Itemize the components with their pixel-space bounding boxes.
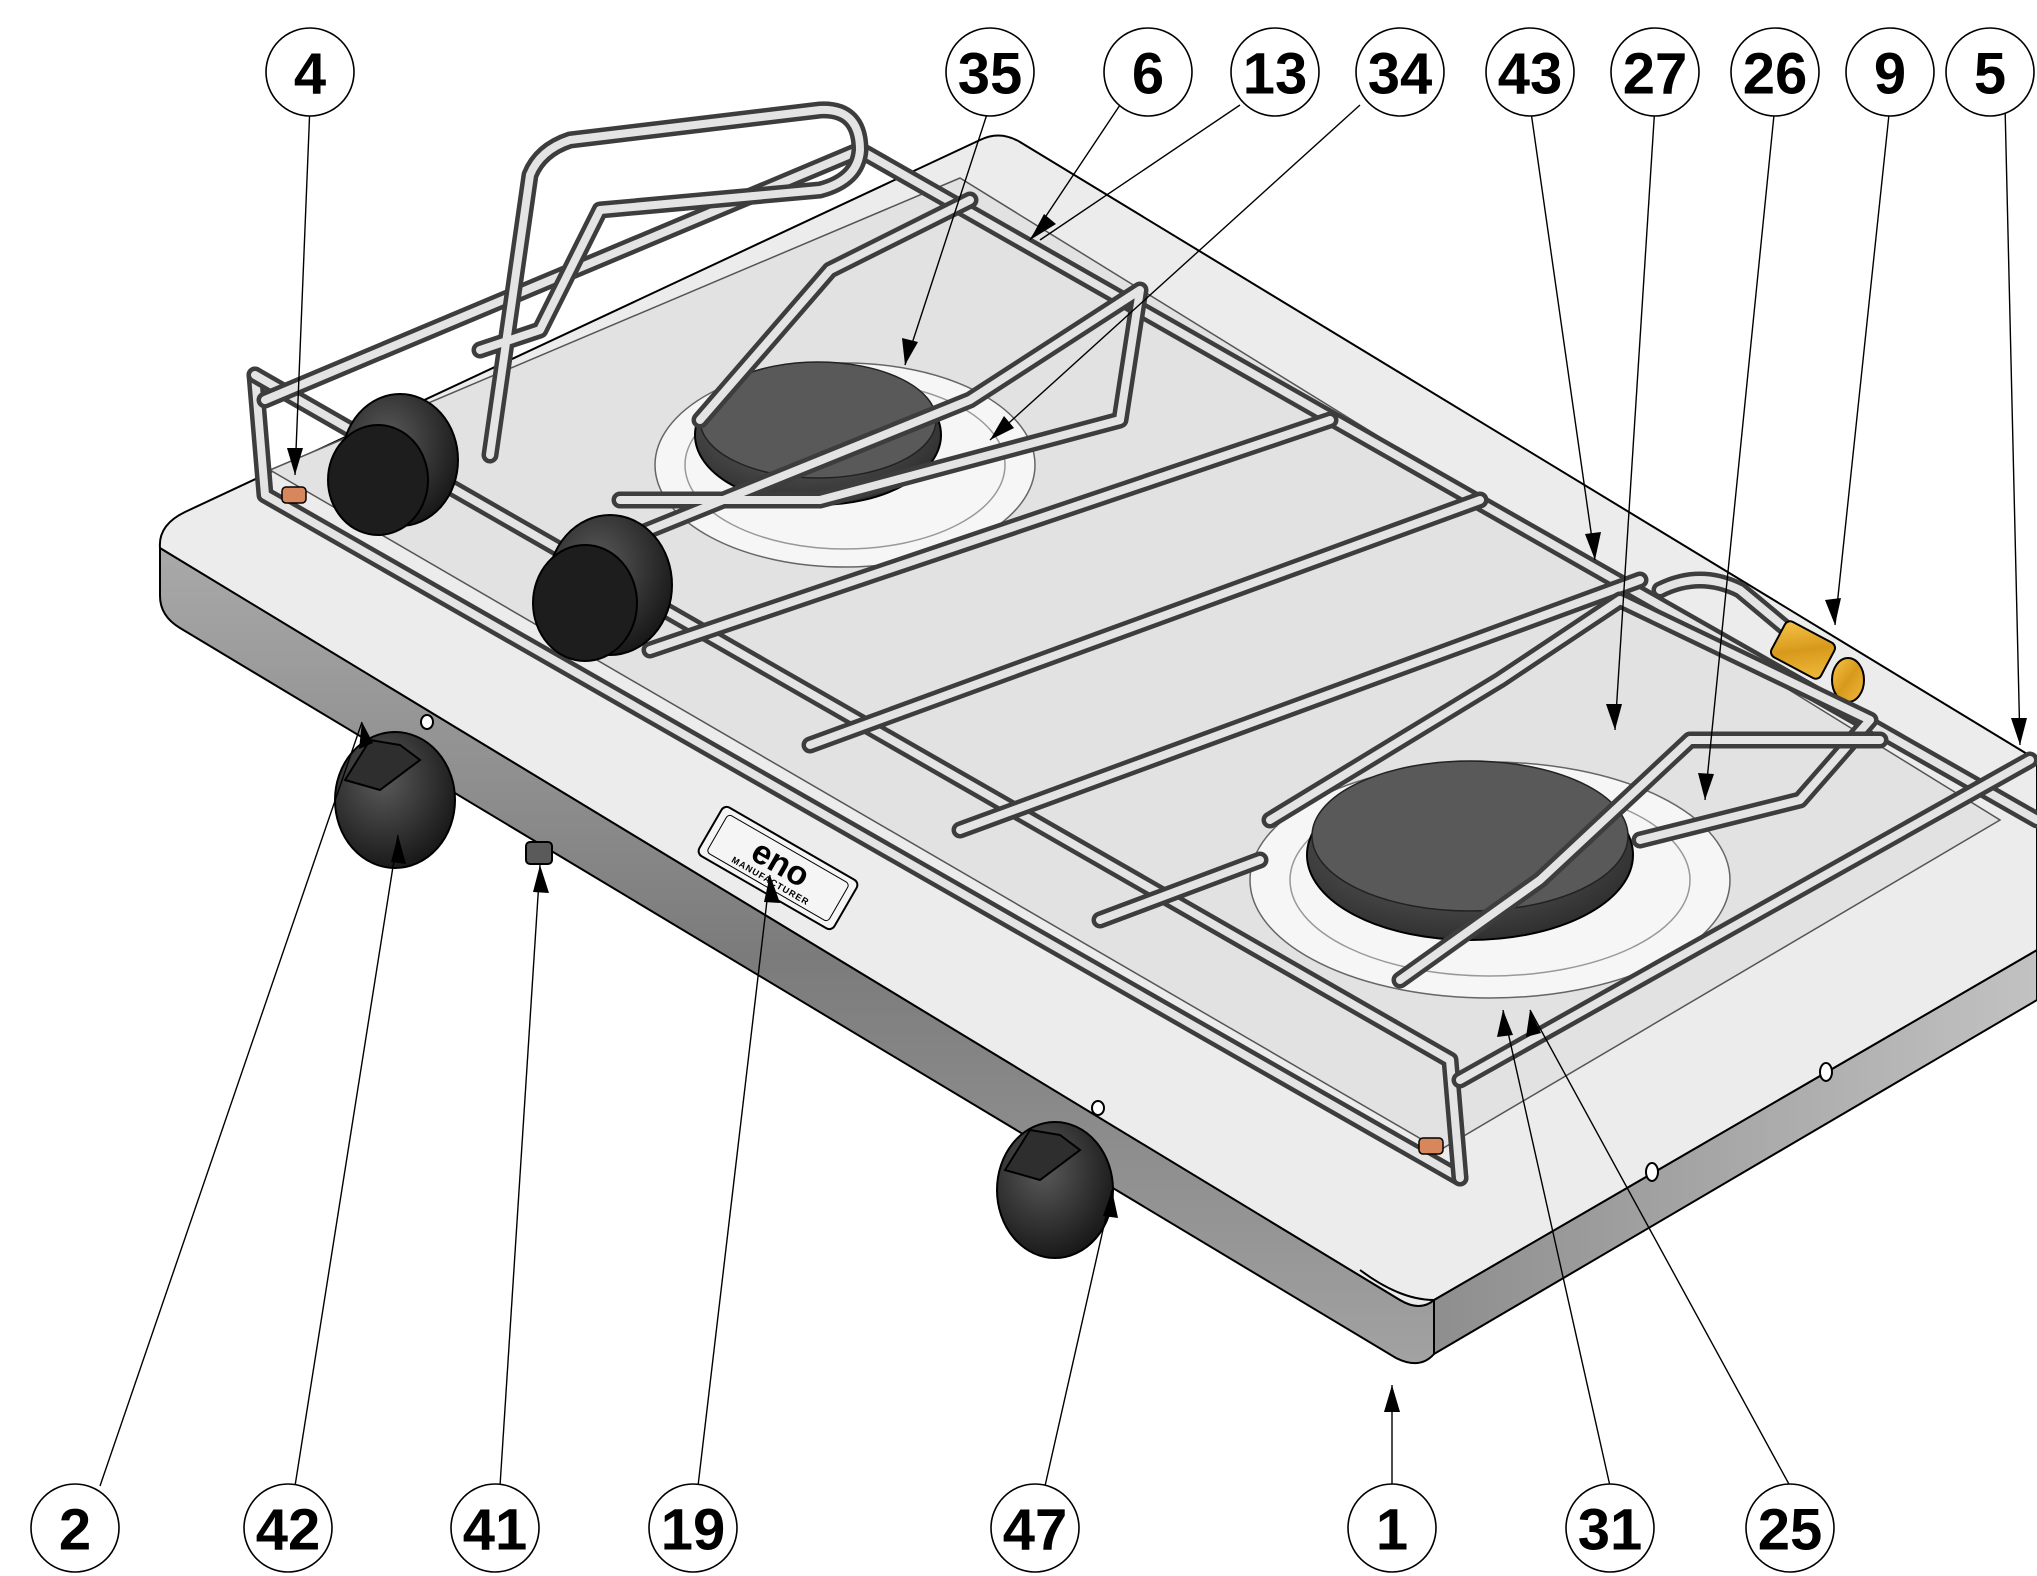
callout-2: 2 [30, 1483, 120, 1573]
copper-clip [281, 486, 307, 504]
callout-label: 26 [1743, 42, 1808, 107]
callout-label: 19 [661, 1498, 726, 1563]
side-hole [1819, 1062, 1833, 1082]
callout-13: 13 [1230, 27, 1320, 117]
control-knob [996, 1121, 1114, 1259]
callout-label: 2 [59, 1498, 91, 1563]
callout-4: 4 [265, 27, 355, 117]
gimbal-knobs [327, 393, 673, 662]
callout-label: 25 [1758, 1498, 1823, 1563]
callout-31: 31 [1565, 1483, 1655, 1573]
brass-fitting [1770, 620, 1865, 703]
side-hole [1645, 1162, 1659, 1182]
callout-label: 5 [1974, 42, 2006, 107]
control-knobs [334, 731, 1114, 1259]
callout-25: 25 [1745, 1483, 1835, 1573]
copper-clip [1418, 1137, 1444, 1155]
callout-label: 4 [294, 42, 326, 107]
leader-lines [99, 104, 2027, 1487]
foot [525, 841, 553, 865]
callout-6: 6 [1103, 27, 1193, 117]
callout-27: 27 [1610, 27, 1700, 117]
front-hole [420, 714, 434, 730]
callout-label: 13 [1243, 42, 1308, 107]
callout-1: 1 [1347, 1483, 1437, 1573]
callout-label: 6 [1132, 42, 1164, 107]
callout-label: 34 [1368, 42, 1433, 107]
callout-34: 34 [1355, 27, 1445, 117]
gas-inlet [1651, 571, 1865, 703]
callout-26: 26 [1730, 27, 1820, 117]
callout-label: 9 [1874, 42, 1906, 107]
callout-41: 41 [450, 1483, 540, 1573]
callout-label: 31 [1578, 1498, 1643, 1563]
callout-label: 42 [256, 1498, 321, 1563]
callout-label: 43 [1498, 42, 1563, 107]
callout-label: 47 [1003, 1498, 1068, 1563]
callout-label: 27 [1623, 42, 1688, 107]
gimbal-knob [532, 514, 673, 662]
callout-5: 5 [1945, 27, 2035, 117]
gimbal-knob [327, 393, 459, 536]
callout-label: 35 [958, 42, 1023, 107]
callout-47: 47 [990, 1483, 1080, 1573]
front-hole [1091, 1100, 1105, 1116]
callout-label: 1 [1376, 1498, 1408, 1563]
callout-42: 42 [243, 1483, 333, 1573]
callout-35: 35 [945, 27, 1035, 117]
callouts: 4 35 6 13 34 43 27 26 [30, 27, 2035, 1573]
callout-label: 41 [463, 1498, 528, 1563]
callout-43: 43 [1485, 27, 1575, 117]
callout-19: 19 [648, 1483, 738, 1573]
control-knob [334, 731, 456, 869]
callout-9: 9 [1845, 27, 1935, 117]
